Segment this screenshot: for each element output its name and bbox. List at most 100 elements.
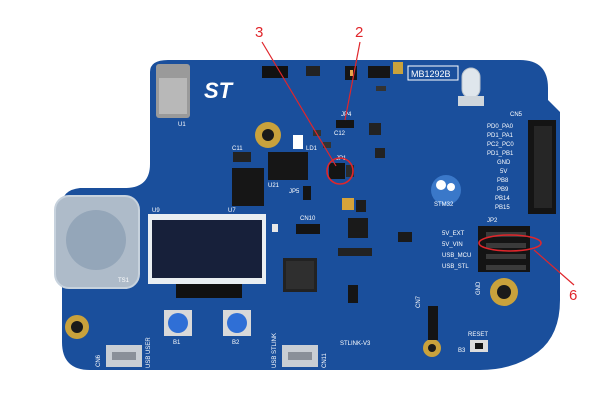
jp2-pin-label: USB_STL	[442, 264, 469, 270]
cn5-inner	[534, 126, 552, 208]
smd-5	[375, 148, 385, 158]
mounting-hole-right-drill	[497, 285, 511, 299]
cn5-pin-label: PD1_PB1	[487, 151, 514, 157]
top-ic-3	[368, 66, 390, 78]
smd-c11	[233, 152, 251, 162]
stm32-logo-shape-1	[436, 180, 446, 190]
led-ld1	[461, 67, 481, 99]
cn11-label: CN11	[322, 352, 328, 368]
top-connector-pin	[350, 70, 353, 76]
cn10-label: CN10	[300, 216, 316, 222]
cn7-label: CN7	[416, 295, 422, 308]
u7-label: U7	[228, 208, 236, 214]
c12-label: C12	[334, 131, 346, 137]
jp2-pin-labels: 5V_EXT 5V_VIN USB_MCU USB_STL	[442, 231, 471, 270]
cn10-connector	[296, 224, 320, 234]
u1-module-shield	[159, 78, 187, 114]
mounting-hole-left-drill	[71, 321, 83, 333]
u1-label: U1	[178, 122, 186, 128]
jp2-pin-label: 5V_EXT	[442, 231, 465, 237]
stm32-logo-text: STM32	[434, 202, 454, 208]
ts1-label: TS1	[118, 278, 130, 284]
b3-label: B3	[458, 348, 466, 354]
jp1-part	[346, 165, 354, 177]
model-label: MB1292B	[411, 69, 451, 79]
cn5-pin-label: GND	[497, 160, 511, 166]
cn5-pin-label: PD0_PA0	[487, 124, 514, 130]
jp2-row-4	[486, 265, 526, 270]
usb-user-port	[112, 352, 136, 360]
st-logo: ST	[204, 78, 234, 103]
jp5-jumper	[303, 186, 311, 200]
jp1-label: JP1	[336, 156, 347, 162]
ic-u7	[232, 168, 264, 206]
callout-line-3	[261, 41, 337, 167]
ld1-label: LD1	[306, 146, 318, 152]
stm32-logo-shape-2	[447, 183, 455, 191]
jp2-label: JP2	[487, 218, 498, 224]
b1-label: B1	[173, 340, 181, 346]
button-b1	[168, 313, 188, 333]
callout-circle-jp1	[326, 157, 354, 185]
smd-11	[348, 285, 358, 303]
callout-label-2: 2	[355, 24, 363, 41]
smd-4	[369, 123, 381, 135]
jp2-pin-label: 5V_VIN	[442, 242, 463, 248]
cn5-pin-labels: PD0_PA0 PD1_PA1 PC2_PC0 PD1_PB1 GND 5V P…	[487, 124, 514, 211]
tantalum-capacitor	[342, 198, 354, 210]
smd-6	[356, 200, 366, 212]
jp2-pin-label: USB_MCU	[442, 253, 471, 259]
top-crystal	[393, 62, 403, 74]
smd-top-1	[376, 86, 386, 91]
cn6-label: CN6	[96, 354, 102, 367]
reset-label: RESET	[468, 332, 488, 338]
cn5-pin-label: PD1_PA1	[487, 133, 514, 139]
b2-label: B2	[232, 340, 240, 346]
stlink-v3-label: STLINK-V3	[340, 341, 371, 347]
jp2-row-2	[486, 243, 526, 248]
u9-label: U9	[152, 208, 160, 214]
callout-label-3: 3	[255, 24, 263, 41]
ic-u21	[268, 152, 308, 180]
top-ic-2	[306, 66, 320, 76]
cn5-pin-label: PB15	[495, 205, 510, 211]
ld1-led	[293, 135, 303, 149]
top-ic-1	[262, 66, 288, 78]
smd-8	[348, 218, 368, 238]
cn5-label: CN5	[510, 112, 523, 118]
usb-stlink-label: USB STLINK	[272, 333, 278, 368]
c11-label: C11	[232, 146, 243, 152]
model-label-box	[407, 65, 459, 81]
usb-stlink-port	[288, 352, 312, 360]
smd-10	[338, 248, 372, 256]
callout-line-2	[344, 41, 361, 121]
smd-9	[398, 232, 412, 242]
mcu-chip-top	[286, 261, 314, 289]
callout-line-6	[533, 249, 575, 286]
gnd-label: GND	[476, 281, 482, 295]
stm32-logo-badge	[431, 175, 461, 205]
cn5-pin-label: PC2_PC0	[487, 142, 514, 148]
mounting-hole-bottom-drill	[428, 344, 436, 352]
mounting-hole-top-drill	[262, 129, 274, 141]
callout-label-6: 6	[569, 287, 577, 304]
button-b3	[475, 343, 483, 349]
cn5-pin-label: PB14	[495, 196, 510, 202]
callout-ellipse-jp2	[478, 234, 542, 252]
cn5-pin-label: PB8	[497, 178, 509, 184]
jp2-row-3	[486, 254, 526, 259]
jp4-jumper	[336, 120, 354, 128]
jp5-label: JP5	[289, 189, 300, 195]
button-b2	[227, 313, 247, 333]
jp1-jumper	[329, 163, 345, 179]
smd-3	[323, 142, 331, 148]
led-base	[458, 96, 484, 106]
smd-7	[272, 224, 278, 232]
u21-label: U21	[268, 183, 280, 189]
cn7-connector	[428, 306, 438, 340]
cn5-pin-label: 5V	[500, 169, 507, 175]
cn5-pin-label: PB9	[497, 187, 509, 193]
ts1-sensor	[66, 210, 126, 270]
oled-flex	[176, 284, 242, 298]
